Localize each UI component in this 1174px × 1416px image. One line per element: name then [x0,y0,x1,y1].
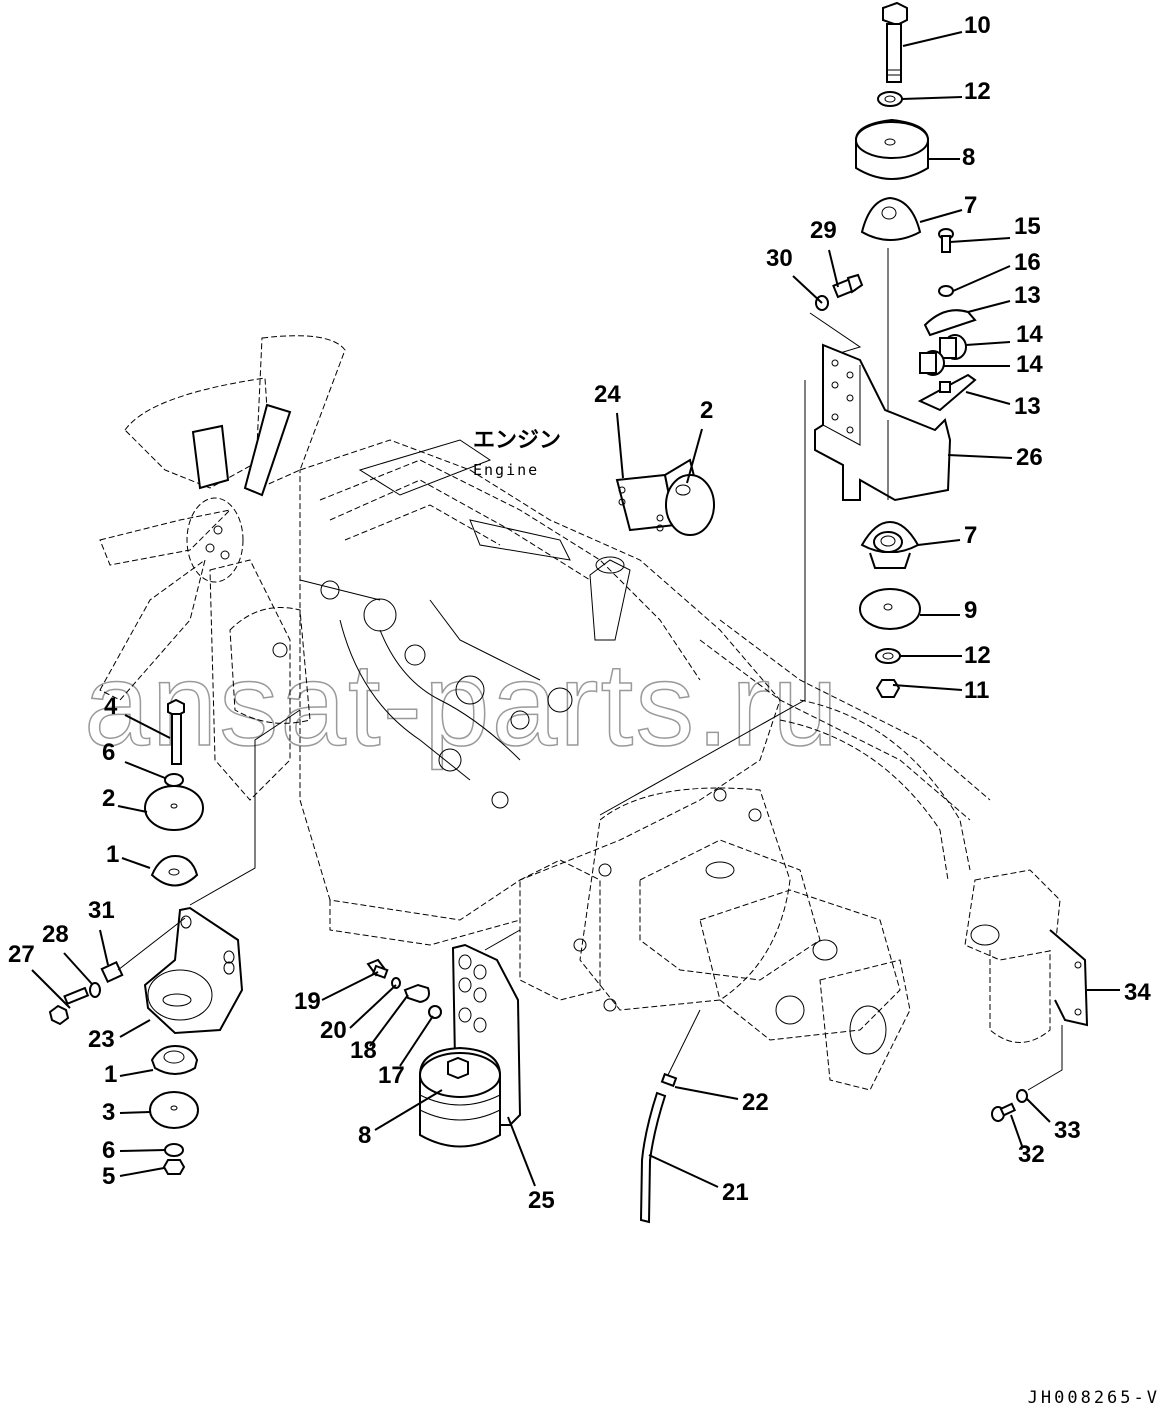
leader-lines [31,31,1120,1188]
engine-assembly [209,439,781,946]
engine-title-en: Engine [473,461,539,479]
callout-20[interactable]: 20 [320,1017,347,1044]
callout-13[interactable]: 13 [1014,393,1041,420]
watermark: ansat-parts.ru [84,639,840,771]
callout-2[interactable]: 2 [700,397,713,424]
callout-11[interactable]: 11 [964,677,989,704]
right-mount-stack [599,1,977,816]
filter-assembly [779,699,1089,1043]
callout-22[interactable]: 22 [742,1089,769,1116]
callout-19[interactable]: 19 [294,988,321,1015]
callout-17[interactable]: 17 [378,1062,405,1089]
callout-9[interactable]: 9 [964,597,977,624]
callout-7[interactable]: 7 [964,192,977,219]
callout-12[interactable]: 12 [964,78,991,105]
callout-23[interactable]: 23 [88,1026,115,1053]
callout-16[interactable]: 16 [1014,249,1041,276]
front-mount-bracket [615,458,715,536]
callout-5[interactable]: 5 [102,1163,115,1190]
left-mount-stack [48,698,301,1175]
callout-25[interactable]: 25 [528,1187,555,1214]
callout-31[interactable]: 31 [88,897,115,924]
callout-14[interactable]: 14 [1016,321,1043,348]
callout-33[interactable]: 33 [1054,1117,1081,1144]
callout-24[interactable]: 24 [594,381,621,408]
callout-7[interactable]: 7 [964,522,977,549]
callout-labels: 10 12 8 7 29 30 15 16 13 14 14 13 26 7 9… [8,12,1151,1214]
callout-27[interactable]: 27 [8,941,35,968]
callout-21[interactable]: 21 [722,1179,749,1206]
engine-title-jp: エンジン [473,428,561,453]
callout-8[interactable]: 8 [358,1122,371,1149]
callout-18[interactable]: 18 [350,1037,377,1064]
callout-13[interactable]: 13 [1014,282,1041,309]
callout-6[interactable]: 6 [102,1137,115,1164]
filter-bolts [991,1025,1063,1122]
callout-32[interactable]: 32 [1018,1141,1045,1168]
callout-2[interactable]: 2 [102,785,115,812]
callout-29[interactable]: 29 [810,217,837,244]
callout-1[interactable]: 1 [106,841,119,868]
cooling-fan [99,335,346,701]
callout-1[interactable]: 1 [104,1061,117,1088]
callout-6[interactable]: 6 [102,739,115,766]
callout-28[interactable]: 28 [42,921,69,948]
callout-34[interactable]: 34 [1124,979,1151,1006]
callout-3[interactable]: 3 [102,1099,115,1126]
drawing-code: JH008265-V [1027,1388,1160,1408]
callout-8[interactable]: 8 [962,144,975,171]
rear-mount-bracket [366,929,522,1148]
hose-assembly [639,1009,701,1224]
callout-30[interactable]: 30 [766,245,793,272]
callout-14[interactable]: 14 [1016,351,1043,378]
callout-12[interactable]: 12 [964,642,991,669]
callout-10[interactable]: 10 [964,12,991,39]
callout-26[interactable]: 26 [1016,444,1043,471]
callout-4[interactable]: 4 [104,693,118,720]
callout-15[interactable]: 15 [1014,213,1041,240]
hydraulic-pump [519,619,991,1091]
